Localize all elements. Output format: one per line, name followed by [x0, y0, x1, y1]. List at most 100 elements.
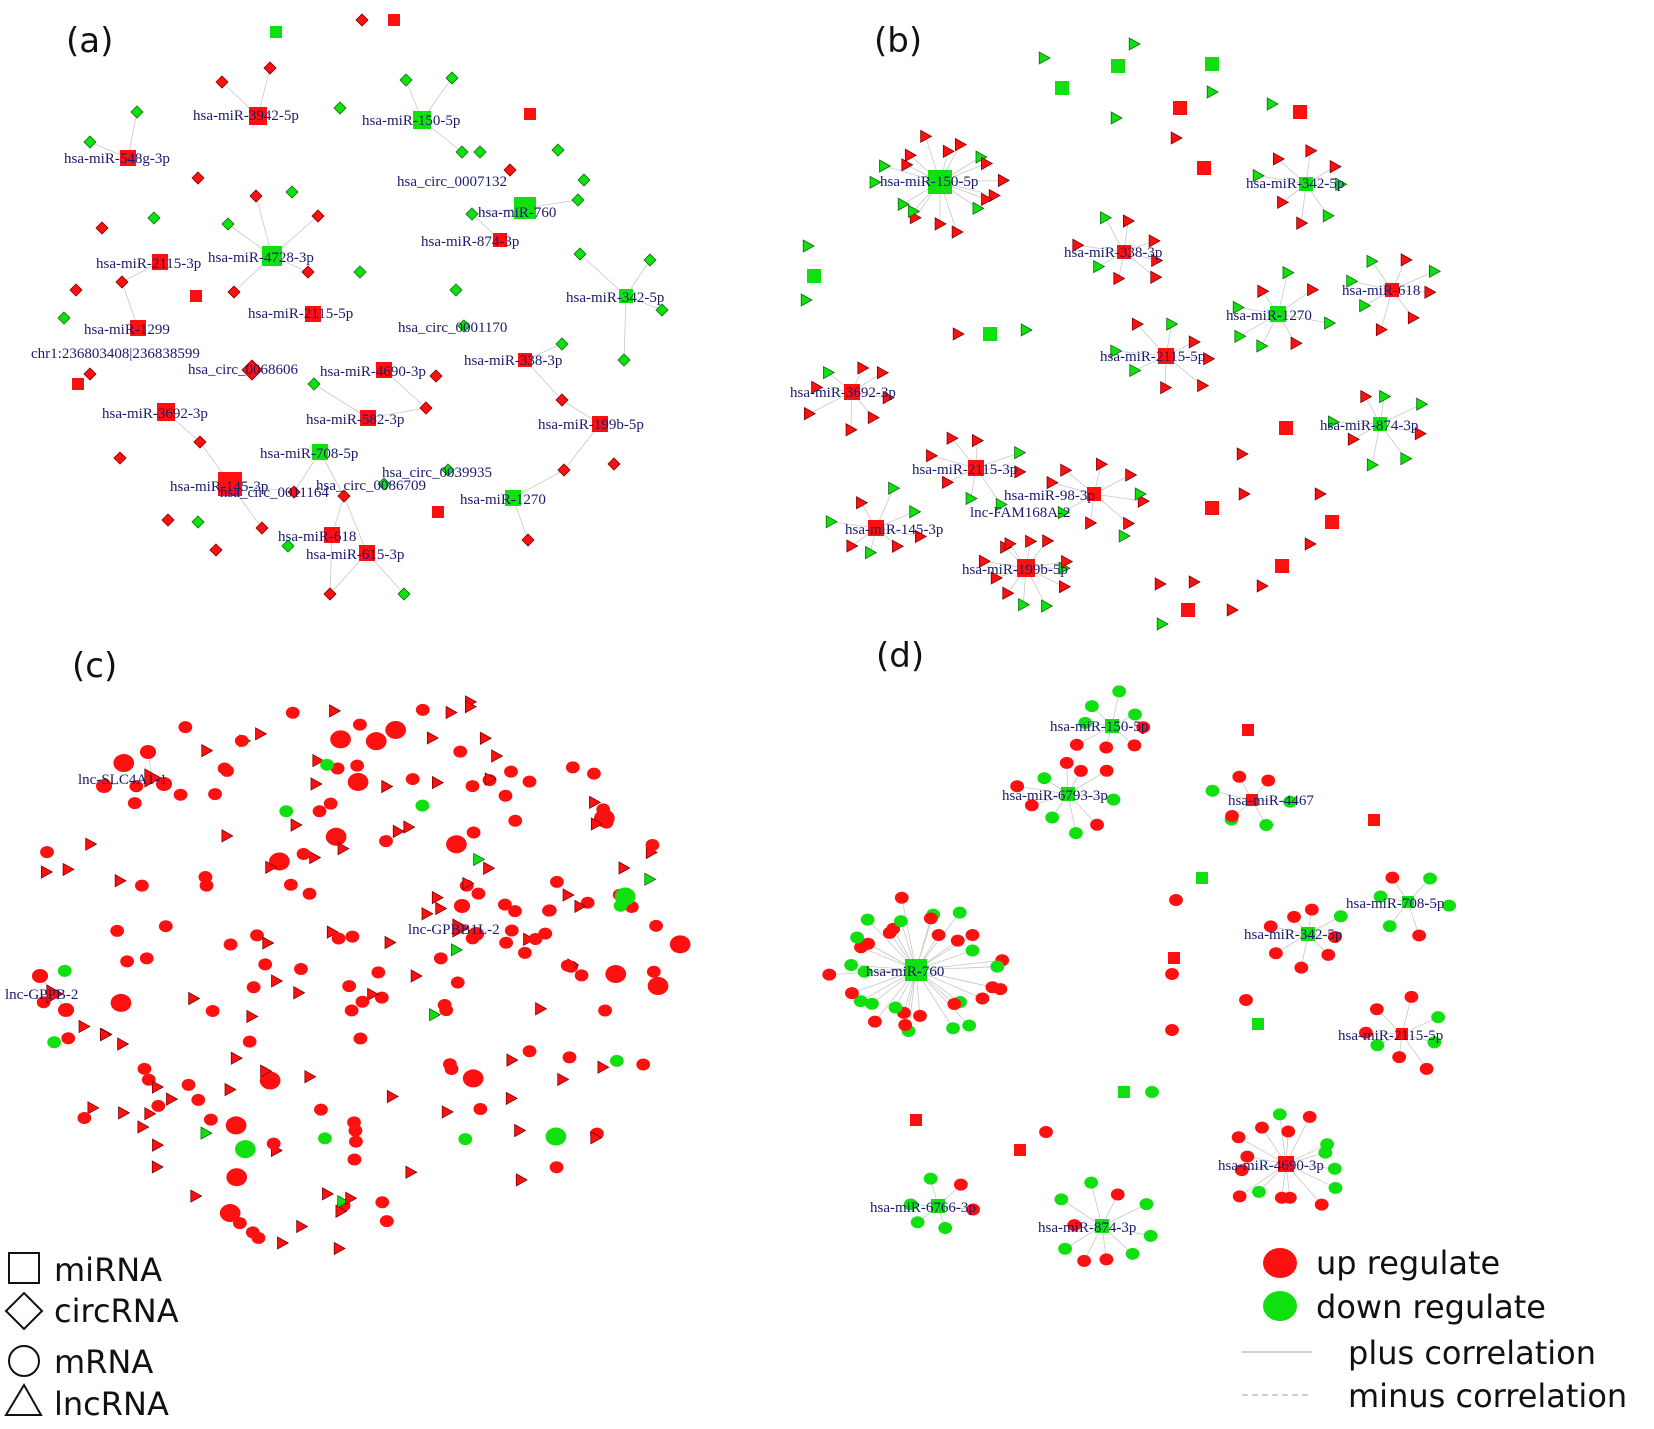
mrna-node [330, 762, 345, 775]
mrna-node [1084, 700, 1099, 713]
circrna-node [555, 393, 569, 407]
mrna-node [331, 932, 346, 945]
lncrna-node [1206, 85, 1219, 99]
mrna-node [1225, 810, 1239, 822]
mrna-node [385, 720, 407, 739]
mrna-node [1145, 1086, 1159, 1098]
lncrna-node [381, 779, 394, 794]
mrna-node [415, 703, 430, 716]
mrna-node [345, 930, 360, 943]
mrna-node [467, 927, 485, 941]
mrna-node [379, 1215, 394, 1228]
lncrna-node [1072, 238, 1085, 252]
lncrna-node [1093, 259, 1106, 274]
mrna-node [139, 745, 157, 759]
lncrna-node [201, 743, 214, 758]
panel-a-node-label: hsa-miR-548g-3p [64, 151, 170, 167]
lncrna-node [1322, 209, 1335, 223]
mrna-node [822, 968, 837, 981]
lncrna-node [1272, 152, 1285, 166]
lncrna-node [1366, 458, 1379, 472]
lncrna-node [981, 192, 994, 207]
lncrna-node [335, 1204, 348, 1218]
mrna-node [1239, 994, 1253, 1006]
panel-d-label: (d) [876, 636, 924, 676]
mirna-node [1402, 896, 1414, 908]
mirna-node [1279, 421, 1293, 435]
lncrna-node [1252, 168, 1265, 183]
lncrna-node [955, 137, 968, 152]
lncrna-node [920, 129, 933, 144]
lncrna-node [118, 1106, 131, 1120]
lncrna-node [800, 293, 813, 307]
panel-a-node-label: hsa_circ_0007132 [397, 174, 507, 190]
circrna-node [249, 189, 263, 203]
mrna-node [1392, 1051, 1407, 1064]
mrna-node [251, 1232, 266, 1245]
lncrna-node [1226, 603, 1239, 617]
circrna-node [311, 209, 325, 223]
lncrna-node [892, 539, 905, 553]
mrna-node [923, 1172, 938, 1185]
lncrna-node [152, 1138, 165, 1152]
lncrna-node [337, 841, 350, 856]
mirna-node [432, 506, 444, 518]
mirna-node [619, 289, 633, 303]
lncrna-node [1234, 329, 1247, 343]
panel-b-node-label: hsa-miR-2115-5p [1100, 349, 1205, 365]
mrna-node [1165, 968, 1179, 980]
lncrna-node [429, 1008, 442, 1022]
mrna-node [1112, 685, 1127, 698]
circrna-node [221, 217, 235, 231]
panel-b-node-label: hsa-miR-1270 [1226, 308, 1312, 324]
lncrna-node [432, 775, 445, 790]
panel-c-label: (c) [72, 646, 117, 686]
circrna-node [333, 101, 347, 115]
lncrna-node [1307, 283, 1320, 297]
mrna-node [347, 1153, 362, 1166]
mrna-node [258, 958, 273, 971]
circrna-node [573, 247, 587, 261]
lncrna-node [1203, 352, 1216, 366]
lncrna-node [1118, 529, 1131, 543]
mirna-node [1173, 101, 1187, 115]
circrna-node [555, 337, 569, 351]
lncrna-node [1400, 253, 1413, 267]
circrna-node [397, 587, 411, 601]
mirna-node [1061, 787, 1075, 801]
circrna-node [577, 173, 591, 187]
lncrna-node [483, 861, 496, 875]
mrna-node [844, 959, 859, 972]
mrna-node [439, 1004, 454, 1017]
mrna-node [312, 805, 327, 818]
edge-layer [39, 67, 1450, 1262]
lncrna-node [40, 865, 53, 879]
mrna-node [860, 913, 875, 926]
mrna-node [861, 937, 876, 950]
mrna-node [1321, 948, 1336, 961]
mrna-node [565, 761, 580, 774]
lncrna-node [1096, 457, 1109, 471]
mirna-node [1301, 927, 1315, 941]
circrna-node [130, 105, 144, 119]
lncrna-node [290, 818, 303, 832]
mrna-node [1068, 827, 1083, 840]
lncrna-node [166, 1092, 179, 1106]
network-edge [1101, 1225, 1151, 1237]
circrna-node [215, 75, 229, 89]
network-edge [1333, 421, 1381, 425]
network-edge [1115, 350, 1167, 357]
mrna-node [31, 969, 49, 983]
network-edge [1017, 785, 1069, 795]
mrna-node [1302, 1110, 1317, 1123]
lncrna-node [1197, 378, 1210, 393]
lncrna-node [333, 1241, 346, 1256]
lncrna-node [1266, 97, 1279, 111]
mrna-node [462, 1069, 484, 1088]
lncrna-node [312, 753, 325, 768]
panel-a-node-label: hsa-miR-3942-5p [193, 108, 299, 124]
mrna-node [1369, 1003, 1384, 1016]
lncrna-node [271, 974, 284, 988]
circrna-node [255, 521, 269, 535]
panel-a-node-label: hsa-miR-1270 [460, 492, 546, 508]
